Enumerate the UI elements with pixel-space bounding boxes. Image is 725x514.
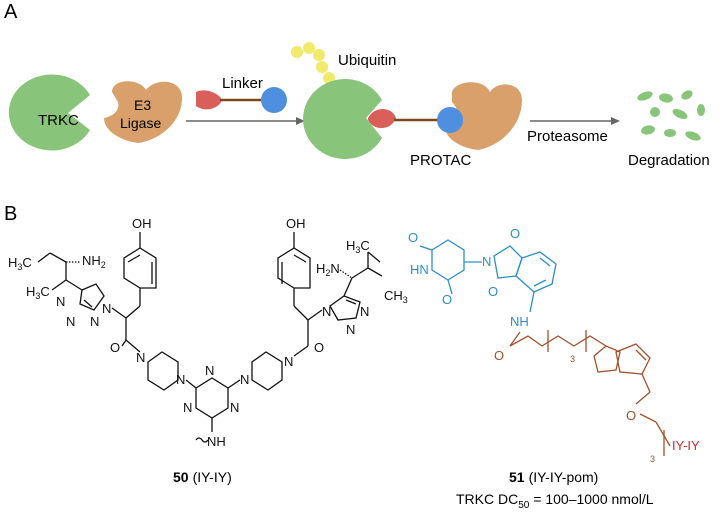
n-triazine-3: N xyxy=(230,400,239,415)
e3-ligase-shape xyxy=(104,81,182,143)
o-phth-top: O xyxy=(510,226,520,241)
o-glut-top: O xyxy=(408,230,418,245)
nh-triazine: NH xyxy=(207,434,226,449)
n-pip-right1: N xyxy=(240,372,249,387)
degradation-fragments xyxy=(637,90,705,141)
n-triazole-right2: N xyxy=(346,322,355,337)
e3-label-line2: Ligase xyxy=(120,115,161,131)
o-linker-amide: O xyxy=(494,348,504,363)
n-triazole-left3: N xyxy=(90,314,99,329)
linker-label: Linker xyxy=(222,75,263,92)
trkc-protein-shape xyxy=(8,74,91,151)
n-triazine-2: N xyxy=(183,400,192,415)
hn-glutarimide: HN xyxy=(410,262,429,277)
ternary-anchor-shape xyxy=(437,107,463,133)
ternary-trkc-shape xyxy=(303,79,382,160)
o-carbonyl-right: O xyxy=(314,340,324,355)
n-pip-left2: N xyxy=(176,372,185,387)
n-phthalimide: N xyxy=(482,254,491,269)
trkc-label: TRKC xyxy=(38,112,79,129)
linker-subscript-1: 3 xyxy=(570,354,575,364)
n-triazole-left4: N xyxy=(102,301,111,316)
protac-label: PROTAC xyxy=(410,152,472,169)
n-triazole-right1: N xyxy=(322,304,331,319)
n-pip-right2: N xyxy=(284,354,293,369)
n-triazine-1: N xyxy=(205,363,214,378)
o-ether: O xyxy=(626,408,636,423)
n-triazole-left1: N xyxy=(56,294,65,309)
dc50-caption: TRKC DC50 = 100–1000 nmol/L xyxy=(456,491,654,511)
oh-left: OH xyxy=(132,216,152,231)
ternary-e3-shape xyxy=(446,82,522,150)
panel-b-label: B xyxy=(4,203,17,225)
n-triazole-left2: N xyxy=(66,314,75,329)
compound-51-caption: 51(IY-IY-pom) xyxy=(509,469,598,485)
h3c-right-top: H3C xyxy=(346,238,370,255)
compound-50-structure: H3C NH2 H3C N N N N OH O N N xyxy=(8,216,408,449)
o-glut-bottom: O xyxy=(442,292,452,307)
e3-label-line1: E3 xyxy=(134,97,151,113)
compound-50-caption: 50(IY-IY) xyxy=(173,469,232,485)
h3c-left-top: H3C xyxy=(8,255,32,272)
linker-warhead-shape xyxy=(196,90,222,110)
ubiquitin-chain xyxy=(291,42,335,84)
h2n-right: H2N xyxy=(316,261,340,278)
nh2-left: NH2 xyxy=(82,253,106,270)
proteasome-label: Proteasome xyxy=(527,128,608,145)
arrow-to-degradation-head xyxy=(611,117,620,125)
ch3-right: CH3 xyxy=(384,288,408,305)
panel-a-label: A xyxy=(4,1,18,23)
linker-anchor-shape xyxy=(261,87,287,113)
oh-right: OH xyxy=(286,216,306,231)
n-pip-left1: N xyxy=(136,350,145,365)
o-carbonyl-left: O xyxy=(110,340,120,355)
nh-amide: NH xyxy=(510,314,529,329)
compound-51-structure: O HN O N O O NH O 3 O 3 IY-IY xyxy=(408,226,700,464)
o-phth-bottom: O xyxy=(488,284,498,299)
ubiquitin-label: Ubiquitin xyxy=(338,52,396,69)
degradation-label: Degradation xyxy=(628,152,710,169)
h3c-left-bottom: H3C xyxy=(26,284,50,301)
arrow-to-ternary-head xyxy=(296,117,305,125)
iy-iy-tag: IY-IY xyxy=(672,438,700,453)
n-triazole-right3: N xyxy=(360,304,369,319)
linker-subscript-2: 3 xyxy=(650,454,655,464)
ternary-warhead-shape xyxy=(368,109,396,129)
